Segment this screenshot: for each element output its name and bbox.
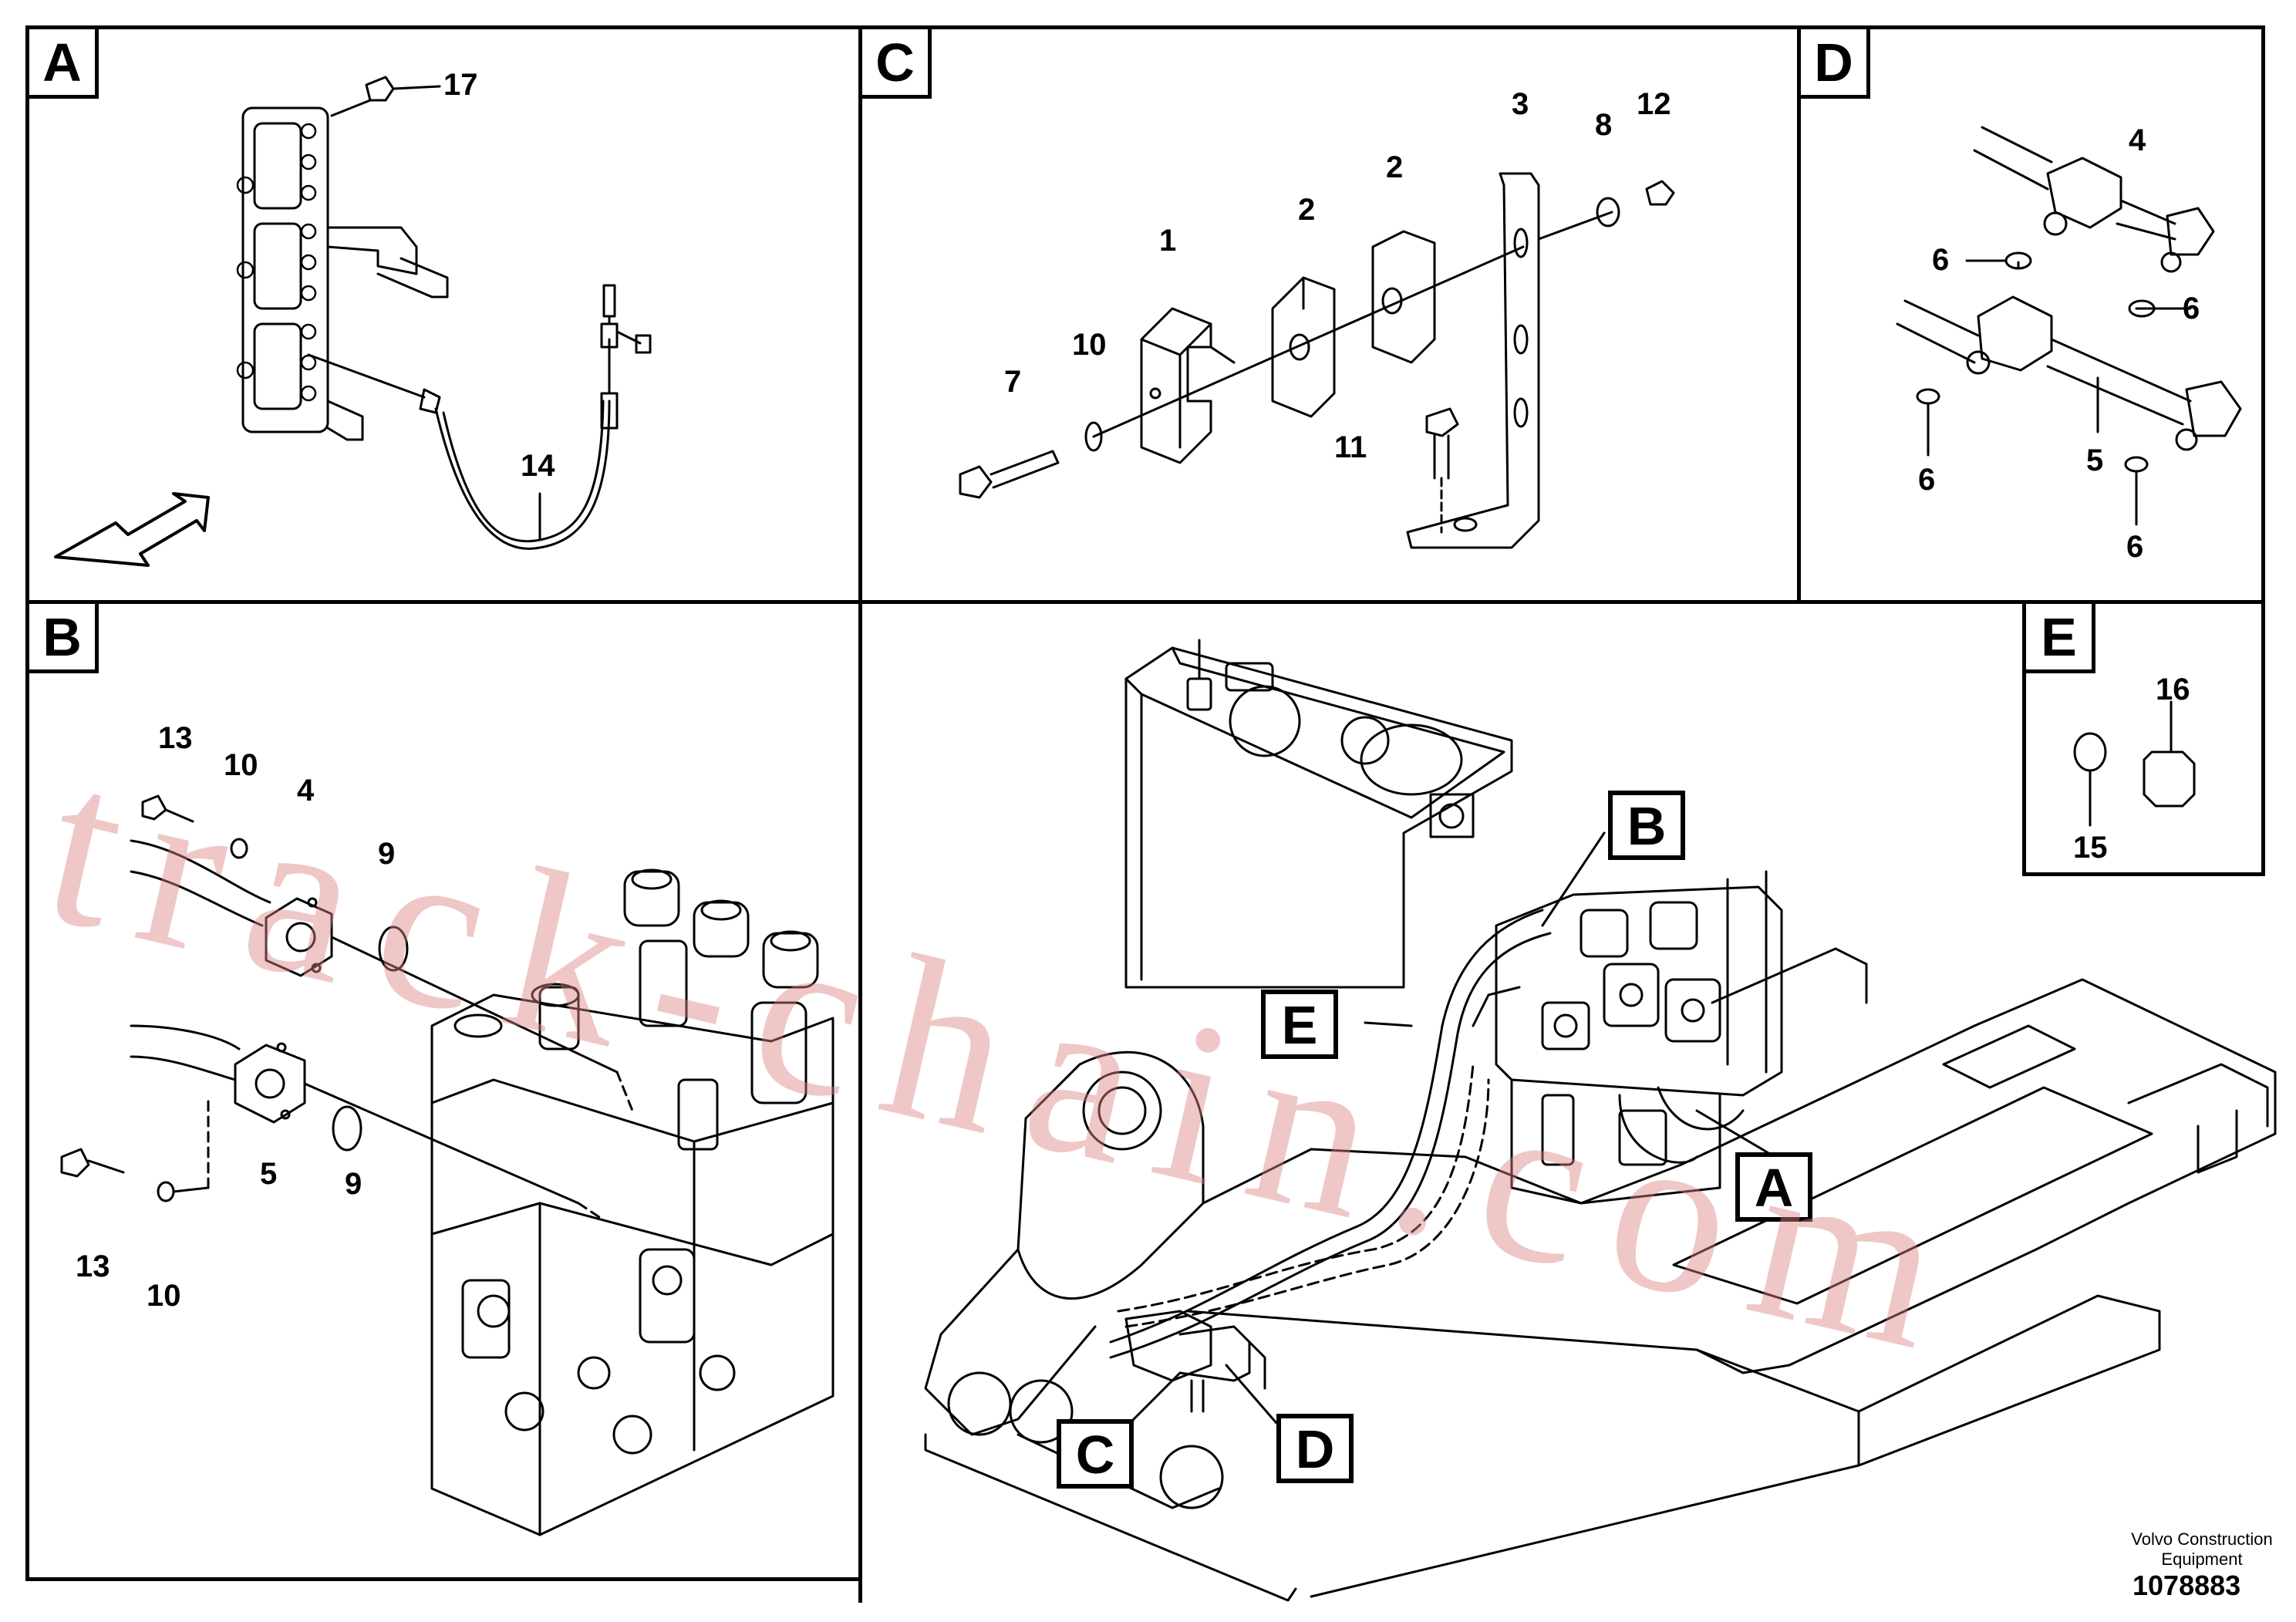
overview-tag-c: C	[1057, 1419, 1134, 1489]
overview-drawing	[924, 639, 2277, 1602]
panel-b-drawing	[60, 794, 834, 1536]
callout-c-1: 1	[1159, 224, 1177, 258]
publisher-credit: Volvo Construction Equipment	[2131, 1529, 2273, 1569]
panel-a-drawing	[54, 76, 652, 567]
panel-d-tag: D	[1801, 29, 1870, 99]
callout-d-6c: 6	[1918, 463, 1936, 497]
callout-c-12: 12	[1637, 87, 1671, 121]
panel-c-drawing	[959, 172, 1675, 549]
overview-tag-d: D	[1276, 1414, 1354, 1483]
callout-b-4: 4	[297, 774, 315, 808]
panel-a: A	[25, 25, 862, 604]
callout-b-10b: 10	[147, 1279, 181, 1313]
panel-d: D	[1797, 25, 2265, 604]
overview-tag-e: E	[1261, 990, 1338, 1059]
callout-c-2b: 2	[1386, 150, 1404, 184]
callout-c-2a: 2	[1298, 193, 1316, 227]
callout-d-4: 4	[2129, 123, 2146, 157]
overview-tag-b: B	[1608, 791, 1685, 860]
callout-d-6b: 6	[2183, 292, 2200, 325]
callout-b-13b: 13	[76, 1249, 110, 1283]
panel-a-tag: A	[29, 29, 99, 99]
panel-b: B	[25, 600, 862, 1581]
overview-tag-a: A	[1735, 1152, 1812, 1222]
callout-b-9a: 9	[378, 837, 396, 871]
callout-b-9b: 9	[345, 1167, 362, 1201]
panel-e-tag: E	[2026, 604, 2095, 673]
panel-b-tag: B	[29, 604, 99, 673]
panel-d-drawing	[1896, 126, 2242, 526]
callout-e-15: 15	[2073, 831, 2108, 865]
callout-a-14: 14	[521, 449, 555, 483]
callout-d-5: 5	[2086, 443, 2104, 477]
callout-c-7: 7	[1004, 365, 1022, 399]
panel-c-tag: C	[862, 29, 932, 99]
panel-e: E	[2022, 600, 2265, 876]
callout-b-13a: 13	[158, 721, 193, 755]
callout-b-5: 5	[260, 1157, 278, 1191]
callout-c-8: 8	[1595, 108, 1613, 142]
callout-b-10a: 10	[224, 748, 258, 782]
document-number: 1078883	[2132, 1570, 2241, 1601]
callout-c-3: 3	[1512, 87, 1529, 121]
callout-d-6d: 6	[2126, 530, 2144, 564]
callout-a-17: 17	[443, 68, 478, 102]
panel-c: C	[858, 25, 1801, 604]
callout-d-6a: 6	[1932, 243, 1950, 277]
callout-c-10: 10	[1072, 328, 1107, 362]
panel-e-drawing	[2073, 700, 2196, 827]
callout-c-11: 11	[1334, 430, 1367, 464]
callout-e-16: 16	[2156, 673, 2190, 706]
